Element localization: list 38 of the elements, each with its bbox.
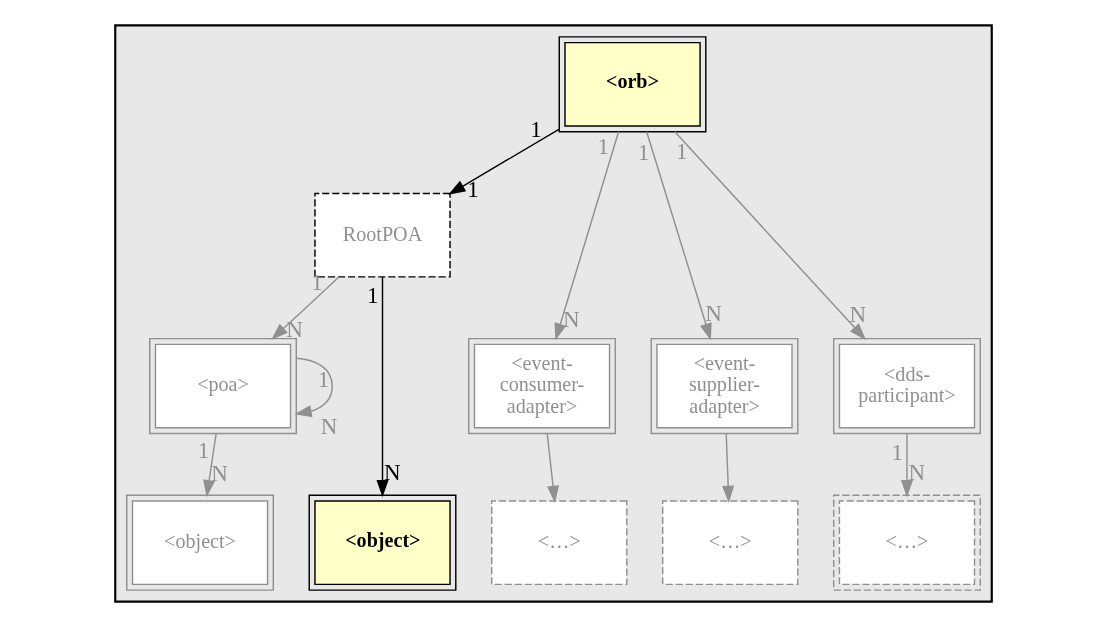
label: N — [907, 459, 925, 485]
label: 1 — [466, 176, 479, 202]
label: N — [383, 459, 401, 485]
label: N — [848, 302, 866, 328]
arrow — [673, 131, 866, 341]
node-box: <poa> — [148, 337, 297, 435]
label: 1 — [637, 140, 649, 166]
label: 1 — [597, 134, 609, 160]
arrow — [447, 128, 560, 195]
label: N — [562, 306, 580, 332]
node-box: <event- supplier- adapter> — [650, 337, 798, 435]
node-box: <dds- participant> — [832, 337, 981, 435]
label: 1 — [891, 439, 903, 465]
arrow — [721, 432, 734, 504]
arrow — [293, 357, 333, 418]
arrow — [270, 276, 340, 340]
arrow — [545, 432, 559, 504]
label: N — [704, 301, 722, 327]
node-box: <…> — [490, 500, 627, 586]
label: 1 — [197, 438, 209, 464]
label: 1 — [317, 367, 329, 393]
cluster — [113, 24, 993, 603]
label: N — [320, 414, 337, 440]
node-box: <object> — [125, 494, 274, 591]
label: N — [210, 461, 228, 487]
label: 1 — [675, 139, 687, 165]
node-box: <object> — [308, 494, 456, 591]
node-box: <orb> — [558, 36, 707, 133]
arrow — [554, 131, 619, 341]
arrow — [645, 131, 712, 341]
node-box: <…> — [832, 494, 981, 591]
arrow — [375, 276, 389, 498]
label: 1 — [529, 117, 542, 143]
arrow — [900, 432, 913, 498]
arrow — [202, 432, 217, 498]
node-box: <event- consumer- adapter> — [467, 337, 616, 435]
label: 1 — [366, 283, 379, 309]
node-box: <…> — [661, 500, 798, 586]
